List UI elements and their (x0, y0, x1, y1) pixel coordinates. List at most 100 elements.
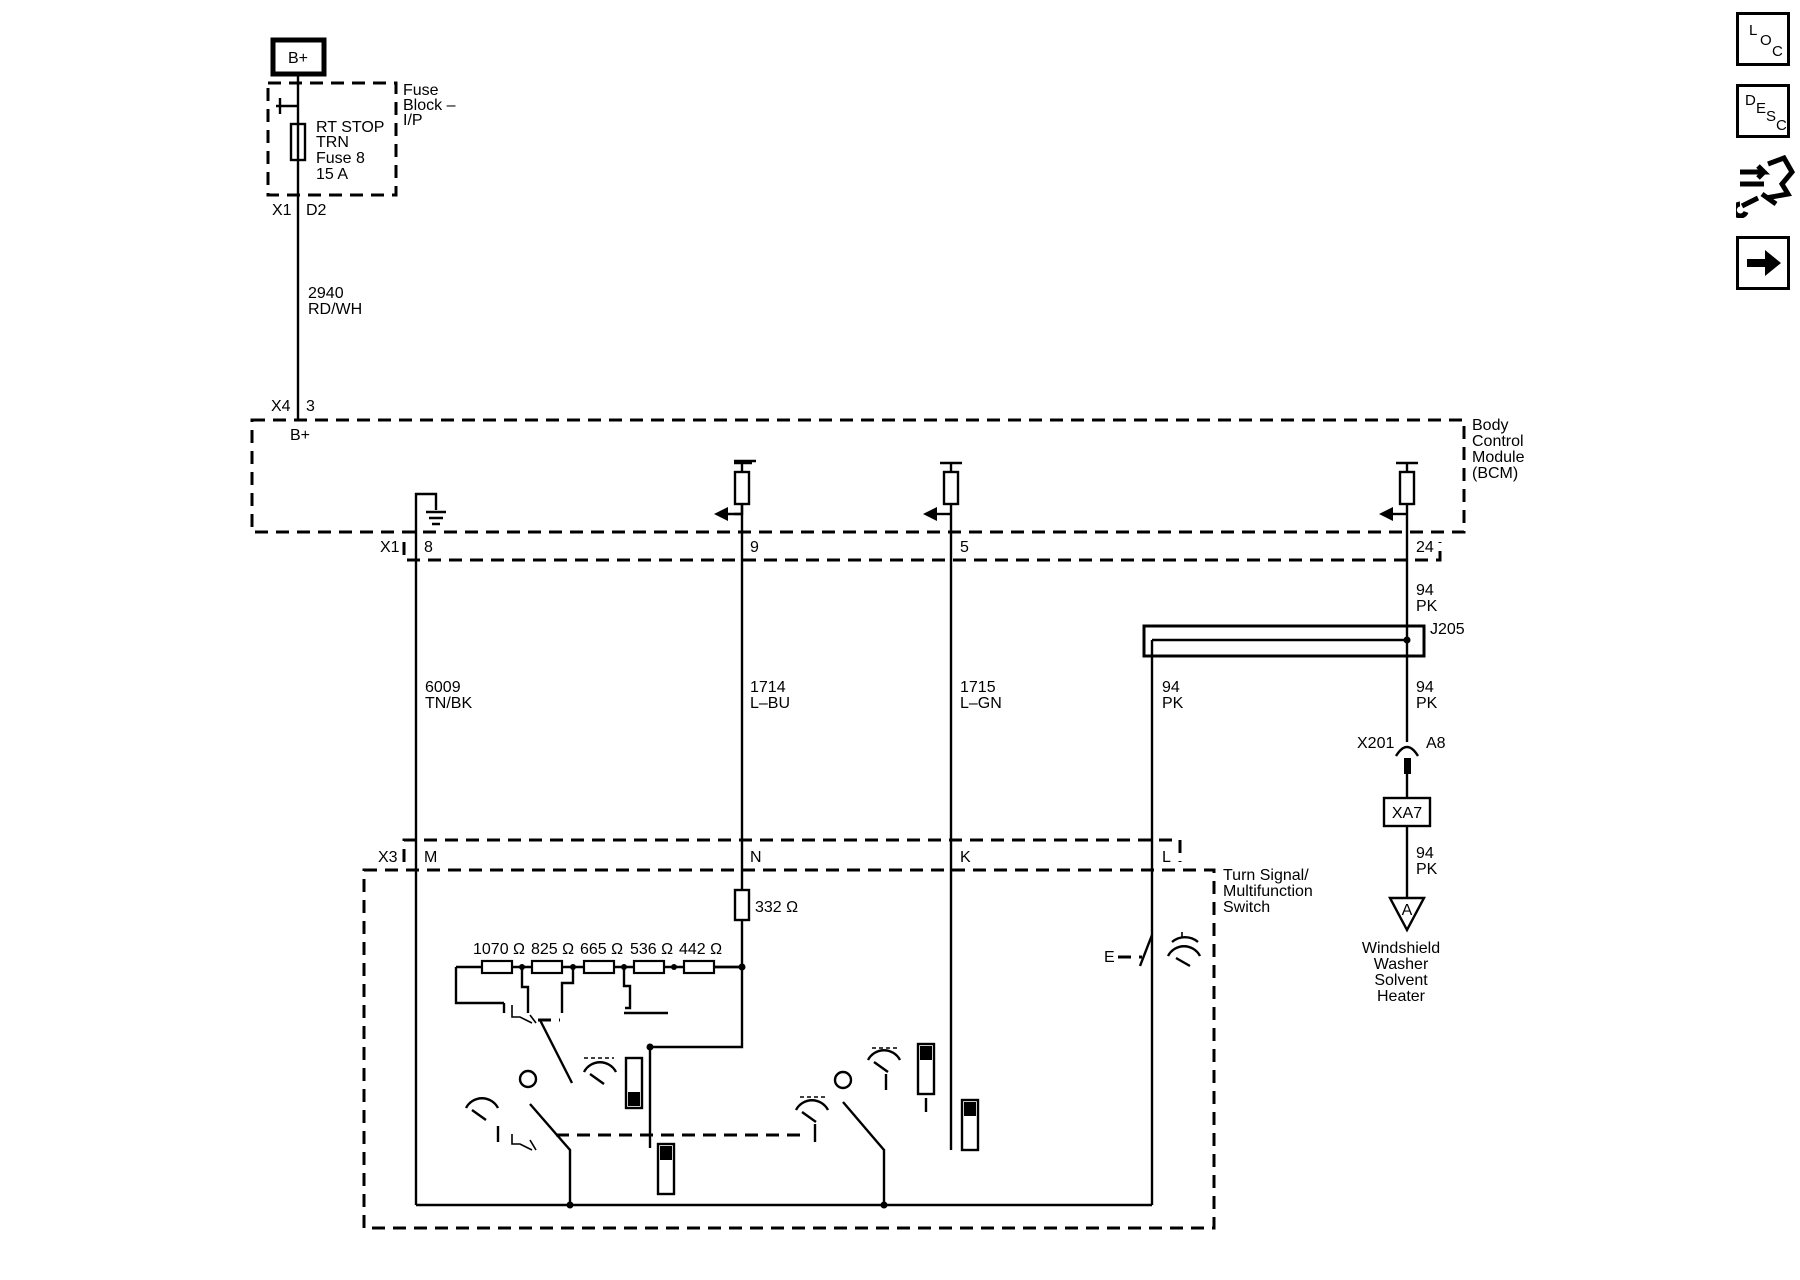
wiper-blade-icon-4 (866, 1049, 902, 1073)
heater-name-2: Washer (1374, 956, 1429, 973)
resistor-665-icon (582, 959, 616, 975)
turn-switch-name-1: Turn Signal/ (1223, 867, 1309, 884)
washer-spray-icon (1166, 936, 1202, 968)
turn-switch-name-3: Switch (1223, 899, 1270, 916)
connector-tool-button[interactable] (1731, 154, 1796, 219)
fuse-label-2: TRN (316, 134, 349, 151)
battery-supply-label: B+ (288, 50, 308, 67)
resistor-442-label: 442 Ω (679, 941, 722, 958)
switch-pin-n: N (750, 849, 762, 866)
loc-icon-letter-3: C (1772, 43, 1783, 60)
fuse-block-name-3: I/P (403, 112, 423, 129)
wire-1715-circuit: 1715 (960, 679, 996, 696)
wire-94-heater-circuit: 94 (1416, 679, 1434, 696)
bcm-pin-9: 9 (750, 539, 759, 556)
bcm-name-4: (BCM) (1472, 465, 1518, 482)
wiper-blade-icon-2 (464, 1097, 500, 1121)
resistor-665-label: 665 Ω (580, 941, 623, 958)
bcm-pin-5: 5 (960, 539, 969, 556)
switch-pin-k: K (960, 849, 971, 866)
wire-1715-color: L–GN (960, 695, 1002, 712)
wiper-blade-icon-3 (794, 1099, 830, 1123)
wiper-delay-switch (538, 1019, 574, 1084)
connector-xa7-label: XA7 (1392, 805, 1422, 822)
fuse-label-4: 15 A (316, 166, 348, 183)
wire-94-heater-color: PK (1416, 695, 1438, 712)
desc-icon-letter-2: E (1756, 100, 1767, 117)
resistor-536-label: 536 Ω (630, 941, 673, 958)
wire-94-bcm-color: PK (1416, 598, 1438, 615)
loc-icon-letter-2: O (1760, 32, 1772, 49)
bcm-name-2: Control (1472, 433, 1524, 450)
loc-icon-letter-1: L (1749, 22, 1758, 39)
wiper-off-icon-1 (518, 1069, 538, 1089)
heater-name-3: Solvent (1374, 972, 1428, 989)
bcm-pin-8: 8 (424, 539, 433, 556)
wiper-mode-switch-2 (842, 1101, 886, 1205)
supply-wire-color: RD/WH (308, 301, 362, 318)
desc-icon-letter-3: S (1766, 108, 1777, 125)
intermittent-icon-2 (511, 1134, 537, 1151)
washer-switch (1138, 934, 1154, 967)
fuse-pin-label: D2 (306, 202, 327, 219)
desc-icon-letter-4: C (1776, 117, 1787, 134)
washer-position-label: E (1104, 949, 1115, 966)
wire-94-xa7-color: PK (1416, 861, 1438, 878)
switch-connector-label: X3 (378, 849, 398, 866)
fuse-label-3: Fuse 8 (316, 150, 365, 167)
intermittent-delay-icon (511, 1005, 537, 1024)
connector-tool-icon (1731, 154, 1796, 219)
turn-switch-name-2: Multifunction (1223, 883, 1313, 900)
wiper-off-icon-2 (833, 1070, 853, 1090)
supply-wire-circuit: 2940 (308, 285, 344, 302)
connector-xa7-box (1382, 796, 1432, 828)
resistor-825-icon (530, 959, 564, 975)
heater-name-4: Heater (1377, 988, 1426, 1005)
bcm-pullup-5 (923, 461, 962, 560)
splice-j205-label: J205 (1430, 621, 1465, 638)
fuse-block-name-2: Block – (403, 97, 456, 114)
resistor-1070-icon (480, 959, 514, 975)
resistor-332-icon (733, 888, 751, 922)
wire-1714-circuit: 1714 (750, 679, 786, 696)
bcm-output-connector-label: X1 (380, 539, 400, 556)
fuse-block-outline (266, 81, 398, 197)
fuse-block-name-1: Fuse (403, 82, 439, 99)
wire-94-switch-color: PK (1162, 695, 1184, 712)
next-arrow-icon (1747, 250, 1781, 276)
heater-ref-triangle (1388, 896, 1426, 933)
wire-94-xa7-circuit: 94 (1416, 845, 1434, 862)
inline-connector-x201-icon (1394, 745, 1420, 757)
inline-connector-x201-pin: A8 (1426, 735, 1446, 752)
bcm-pullup-24 (1379, 461, 1418, 560)
inline-connector-x201-label: X201 (1357, 735, 1394, 752)
desc-icon-letter-1: D (1745, 92, 1756, 109)
bcm-output-connector-outline (402, 542, 1442, 562)
desc-button[interactable]: D E S C (1736, 84, 1790, 138)
bcm-name-3: Module (1472, 449, 1525, 466)
wire-6009-circuit: 6009 (425, 679, 461, 696)
resistor-536-icon (632, 959, 666, 975)
switch-connector-outline (402, 838, 1182, 862)
bcm-ground-icon (426, 510, 446, 526)
resistor-332-label: 332 Ω (755, 899, 798, 916)
resistor-442-icon (682, 959, 716, 975)
heater-ref-label: A (1402, 902, 1413, 919)
bcm-ground-wire (414, 492, 438, 560)
splice-j205-outline (1142, 624, 1426, 658)
fuse-block-bus-stub (276, 98, 298, 114)
bcm-input-connector: X4 (271, 398, 291, 415)
loc-button[interactable]: L O C (1736, 12, 1790, 66)
next-button[interactable] (1736, 236, 1790, 290)
bcm-pullup-9 (714, 459, 756, 560)
wiper-mode-switch-1 (529, 1103, 572, 1205)
wire-94-bcm-circuit: 94 (1416, 582, 1434, 599)
heater-name-1: Windshield (1362, 940, 1440, 957)
wire-6009-color: TN/BK (425, 695, 472, 712)
wiper-blade-icon-1 (582, 1061, 618, 1085)
switch-pin-m: M (424, 849, 437, 866)
fuse-connector-label: X1 (272, 202, 292, 219)
resistor-1070-label: 1070 Ω (473, 941, 525, 958)
wire-1714-color: L–BU (750, 695, 790, 712)
